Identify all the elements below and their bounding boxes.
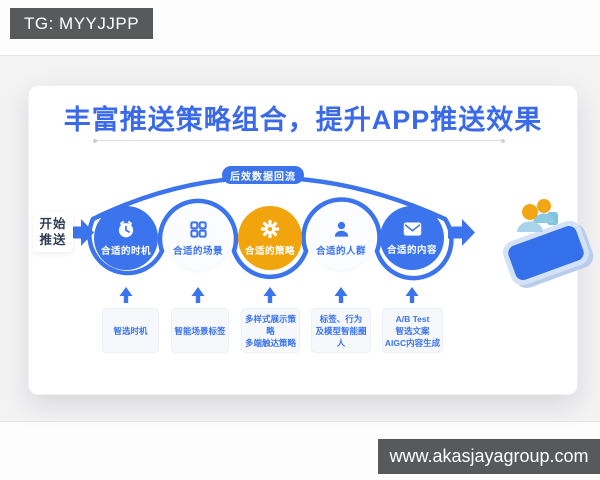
step-label: 合适的策略 xyxy=(244,246,295,257)
telegram-badge-text: TG: MYYJJPP xyxy=(24,13,140,33)
telegram-badge: TG: MYYJJPP xyxy=(10,8,154,39)
detail-line: 智能场景标签 xyxy=(174,325,226,336)
step-label: 合适的内容 xyxy=(386,245,437,256)
step-circle-scenario: 合适的场景 xyxy=(166,206,230,270)
user-avatars-icon xyxy=(517,199,558,232)
start-push-label: 开始 推送 xyxy=(33,212,73,252)
title-divider xyxy=(93,138,505,143)
start-label-line2: 推送 xyxy=(39,233,67,247)
detail-box-audience: 标签、行为 及模型智能圈人 xyxy=(311,308,371,353)
detail-line: 多样式展示策略 xyxy=(244,313,296,336)
detail-line: 智选文案 xyxy=(395,325,430,336)
detail-box-content: A/B Test 智选文案 AIGC内容生成 xyxy=(382,308,443,353)
step-label: 合适的时机 xyxy=(100,246,151,257)
website-badge: www.akasjayagroup.com xyxy=(378,439,600,474)
page-title: 丰富推送策略组合，提升APP推送效果 xyxy=(63,105,543,135)
detail-line: 多端触达策略 xyxy=(244,337,296,348)
phone-illustration xyxy=(497,196,593,290)
detail-line: AIGC内容生成 xyxy=(384,337,441,348)
envelope-icon xyxy=(403,222,421,236)
detail-line: A/B Test xyxy=(395,313,430,324)
detail-box-timing: 智选时机 xyxy=(102,308,159,353)
detail-box-strategy: 多样式展示策略 多端触达策略 xyxy=(241,308,300,353)
step-circle-strategy: 合适的策略 xyxy=(238,206,302,270)
gear-icon xyxy=(260,219,280,239)
detail-line: 及模型智能圈人 xyxy=(315,325,367,348)
person-icon xyxy=(334,221,348,237)
step-label: 合适的场景 xyxy=(172,245,223,257)
detail-line: 智选时机 xyxy=(113,325,148,336)
alarm-clock-icon xyxy=(118,220,134,238)
grid-icon xyxy=(189,220,207,238)
step-circle-content: 合适的内容 xyxy=(380,206,444,270)
step-circle-timing: 合适的时机 xyxy=(94,206,158,270)
website-badge-text: www.akasjayagroup.com xyxy=(389,446,589,466)
detail-box-scenario: 智能场景标签 xyxy=(171,308,229,353)
start-label-line1: 开始 xyxy=(39,217,67,231)
feedback-loop-pill: 后效数据回流 xyxy=(222,166,304,184)
detail-line: 标签、行为 xyxy=(319,313,363,324)
step-circle-audience: 合适的人群 xyxy=(309,206,373,270)
step-label: 合适的人群 xyxy=(315,245,366,257)
